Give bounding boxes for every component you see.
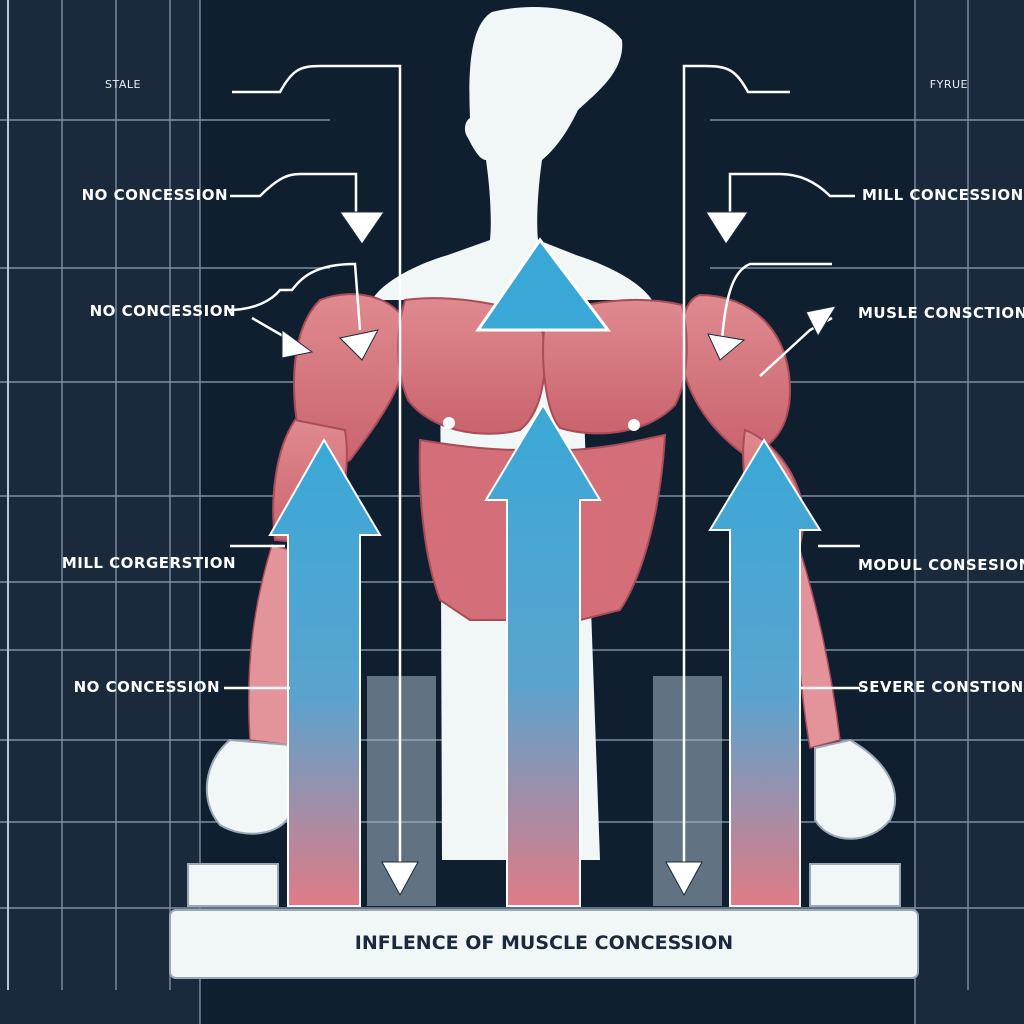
- footer-banner: [169, 909, 919, 979]
- right-chest-muscle: [542, 299, 688, 435]
- top-left-label: STALE: [105, 78, 141, 91]
- arrow-head-left-upper: [339, 211, 385, 245]
- left-base-block: [187, 863, 279, 907]
- right-label-1: MILL CONCESSION: [862, 186, 1024, 204]
- arrow-head-left-muscle: [338, 329, 379, 361]
- right-label-4: SEVERE CONSTION: [858, 678, 1024, 696]
- right-base-block: [809, 863, 901, 907]
- left-label-1: NO CONCESSION: [82, 186, 228, 204]
- left-fist: [205, 738, 291, 835]
- neck-up-triangle: [475, 237, 612, 332]
- arrowheads: [281, 211, 838, 897]
- arrow-head-down-right: [665, 861, 703, 897]
- left-up-arrow-bar: [268, 438, 382, 907]
- right-label-3: MODUL CONSESION: [858, 556, 1024, 574]
- left-nipple: [443, 417, 455, 429]
- concession-bars: [268, 237, 822, 907]
- arrow-head-right-upper: [705, 211, 749, 245]
- arrow-head-right-side: [805, 305, 838, 338]
- center-up-arrow-bar: [484, 403, 602, 907]
- arrow-head-left-side: [281, 329, 314, 359]
- left-shoulder-muscle: [293, 293, 412, 467]
- footer-title: INFLENCE OF MUSCLE CONCESSION: [355, 932, 733, 954]
- right-fist: [814, 738, 896, 840]
- left-label-3: MILL CORGERSTION: [62, 554, 236, 572]
- right-nipple: [628, 419, 640, 431]
- top-right-label: FYRUE: [930, 78, 968, 91]
- arrow-head-right-muscle: [707, 333, 746, 361]
- right-label-2: MUSLE CONSCTION: [858, 304, 1024, 322]
- left-label-4: NO CONCESSION: [74, 678, 220, 696]
- left-label-2: NO CONCESSION: [90, 302, 236, 320]
- right-up-arrow-bar: [708, 438, 822, 907]
- arrow-head-down-left: [381, 861, 419, 897]
